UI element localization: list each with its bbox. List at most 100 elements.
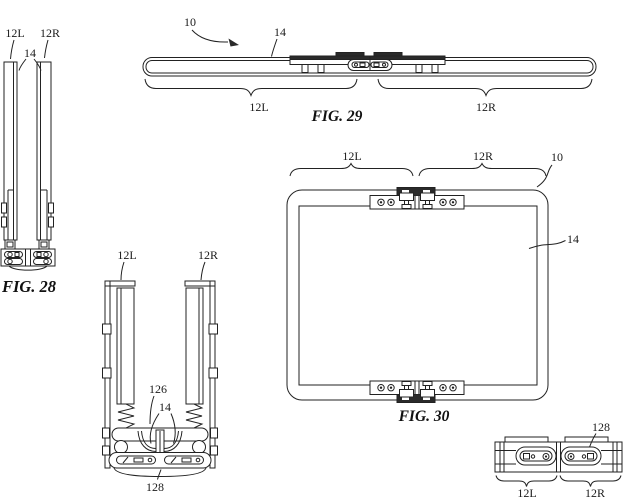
fig32-right-end-lines	[601, 442, 622, 472]
fig31-left-spring	[117, 403, 136, 429]
fig30-bottom-cap-slot-1	[402, 397, 409, 400]
fig29-hinge-tab-left	[335, 52, 365, 57]
fig29-arrow-10	[191, 29, 229, 43]
fig32-top-tab-left	[504, 436, 549, 443]
fig30-label-10: 10	[551, 150, 563, 164]
fig32-brace-12R	[559, 475, 622, 487]
fig28-right-tick-2	[48, 216, 54, 228]
fig30-top-hinge-divider	[414, 195, 420, 210]
fig30-unfolded-front-figure: 12L 12R 10 14	[286, 149, 579, 425]
fig31-leader-14-left	[149, 413, 160, 444]
fig29-hinge-block-right	[373, 62, 380, 67]
fig30-bottom-hinge-divider	[414, 380, 420, 395]
fig32-label-12L: 12L	[517, 486, 536, 500]
fig31-display-curve-right	[163, 430, 183, 452]
fig29-label-14: 14	[274, 25, 286, 39]
fig31-right-roller	[192, 440, 206, 454]
fig31-right-tick-4	[210, 445, 218, 456]
fig31-right-tick-2	[208, 367, 218, 379]
fig28-hinge-center-channel	[25, 248, 31, 267]
fig28-hinge-cover-arc	[8, 265, 48, 271]
fig30-label-14: 14	[567, 232, 579, 246]
fig28-hinge-slot-3	[4, 258, 23, 265]
fig29-arrowhead-10	[228, 38, 239, 47]
fig30-top-hinge-screws	[377, 198, 457, 207]
fig31-leader-12L	[120, 261, 125, 281]
fig30-caption: FIG. 30	[398, 408, 450, 425]
fig30-top-hinge-cap	[396, 187, 436, 196]
fig28-label-14: 14	[24, 46, 36, 60]
fig32-left-ring-dot	[544, 455, 548, 458]
fig31-slot-pin-right	[195, 457, 201, 463]
fig29-hinge-bar-dark-top	[289, 55, 446, 60]
fig28-leader-12L	[10, 39, 15, 60]
fig31-label-14: 14	[159, 400, 171, 414]
fig28-caption: FIG. 28	[1, 277, 56, 296]
fig28-hinge-block-2	[36, 252, 42, 257]
fig31-leader-12R	[200, 261, 206, 281]
fig29-label-10: 10	[184, 15, 196, 29]
fig29-label-12L: 12L	[249, 100, 268, 114]
fig31-right-tick-1	[208, 323, 218, 335]
fig28-hinge-pin-1	[7, 251, 13, 258]
fig31-leader-14-right	[170, 413, 176, 444]
fig29-hinge-foot-2	[317, 64, 325, 73]
fig28-left-tick-1	[1, 202, 7, 214]
fig30-bottom-hinge-cap	[396, 394, 436, 403]
fig31-lower-slot-left	[116, 455, 156, 465]
fig31-label-12R: 12R	[198, 248, 218, 262]
fig30-brace-12R	[418, 162, 547, 177]
fig32-left-end-lines	[495, 442, 516, 472]
fig31-hinge-cover	[113, 467, 207, 478]
fig30-top-cap-slot-2	[423, 190, 430, 193]
fig32-center-seam	[556, 441, 561, 473]
fig31-leader-128	[157, 469, 162, 480]
fig29-hinge-pin-left	[354, 62, 358, 67]
fig31-slot-block-left	[133, 457, 144, 463]
fig30-leader-10	[536, 164, 553, 188]
fig31-left-tick-1	[102, 323, 112, 335]
fig31-lower-slot-right	[164, 455, 204, 465]
fig30-device-outline	[286, 189, 549, 401]
fig30-label-12R: 12R	[473, 149, 493, 163]
fig30-top-cap-slot-1	[402, 190, 409, 193]
fig28-left-inner-step	[7, 189, 14, 240]
fig29-label-12R: 12R	[476, 100, 496, 114]
fig29-hinge-foot-4	[431, 64, 439, 73]
fig31-partially-folded-figure: 12L 12R	[102, 248, 218, 494]
fig29-hinge-tab-right	[373, 52, 403, 57]
fig29-hinge-foot-1	[301, 64, 309, 73]
fig28-hinge-slot-2	[33, 251, 52, 258]
fig28-folded-device-figure: 12L 12R 14 FIG. 28	[0, 26, 60, 296]
fig28-left-tick-2	[1, 216, 7, 228]
fig31-right-spring	[185, 403, 204, 429]
fig32-label-12R: 12R	[585, 486, 605, 500]
fig32-left-pin	[530, 454, 536, 459]
fig32-label-128: 128	[592, 420, 610, 434]
fig30-bottom-hinge-latches	[399, 381, 435, 398]
fig29-brace-12L	[144, 78, 358, 97]
fig28-leader-14-left	[18, 58, 27, 71]
fig29-leader-14	[271, 38, 278, 57]
fig28-right-latch-inner	[40, 241, 48, 248]
fig28-leader-12R	[44, 39, 49, 59]
fig31-left-tick-3	[102, 427, 110, 439]
fig28-hinge-block-1	[14, 252, 20, 257]
fig28-right-tick-1	[48, 202, 54, 214]
fig31-right-display-bar	[185, 287, 204, 405]
fig31-left-tick-2	[102, 367, 112, 379]
fig30-label-12L: 12L	[342, 149, 361, 163]
fig28-label-12L: 12L	[5, 26, 24, 40]
fig28-hinge-pin-4	[43, 258, 49, 265]
fig28-left-latch-inner	[6, 241, 14, 248]
fig30-leader-14	[528, 240, 566, 249]
fig28-hinge-slot-1	[4, 251, 23, 258]
fig31-leader-126	[149, 395, 155, 425]
fig32-right-ring-dot	[569, 455, 573, 458]
fig28-hinge-slot-4	[33, 258, 52, 265]
fig31-left-tick-4	[102, 445, 110, 456]
fig29-hinge-block-left	[359, 62, 366, 67]
fig31-slot-block-right	[181, 457, 192, 463]
